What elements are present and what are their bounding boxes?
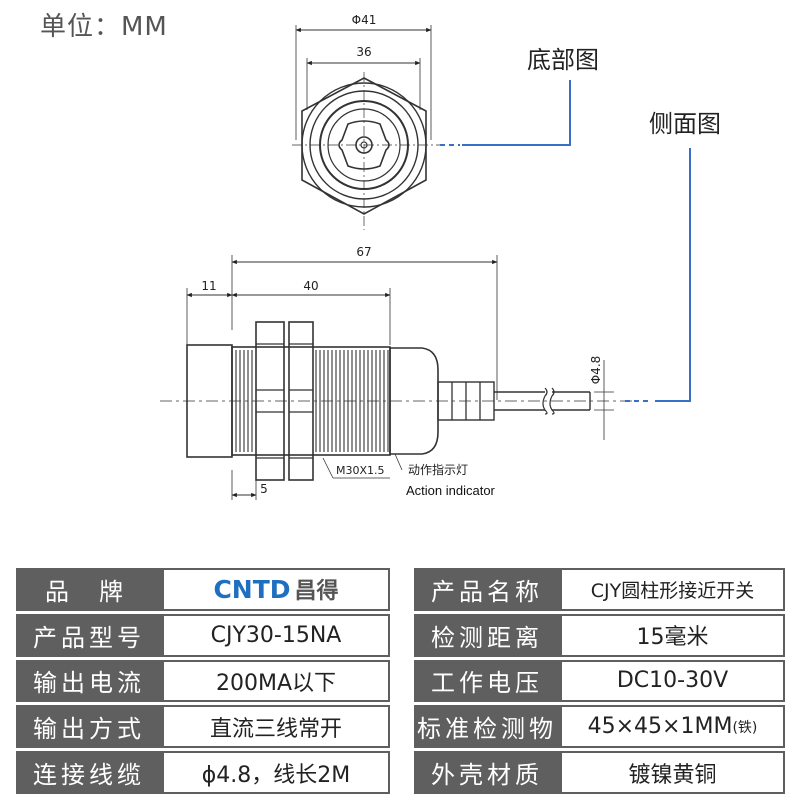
spec-key-distance: 检测距离 [414,613,560,657]
spec-key-product-name: 产品名称 [414,568,560,611]
spec-value-output-mode: 直流三线常开 [162,705,390,749]
thread-spec-label: M30X1.5 [336,464,385,477]
spec-key-target: 标准检测物 [414,705,560,749]
spec-key-brand: 品牌 [16,568,162,611]
unit-label: 单位：MM [40,12,168,42]
bottom-view-leader [462,80,571,146]
side-view-label: 侧面图 [649,110,721,138]
spec-key-housing: 外壳材质 [414,751,560,794]
spec-value-target: 45×45×1MM(铁) [560,705,785,749]
spec-value-cable: ϕ4.8，线长2M [162,751,390,794]
brand-cn-name: 昌得 [294,579,339,605]
side-view [160,255,640,500]
dim-inner-width: 36 [356,45,371,59]
spec-value-brand: CNTD 昌得 [162,568,390,611]
spec-table: 品牌 CNTD 昌得 产品名称 CJY圆柱形接近开关 产品型号 CJY30-15… [16,568,785,794]
spec-value-target-main: 45×45×1MM [587,714,733,740]
spec-value-target-material: (铁) [732,719,758,736]
bottom-view [292,25,440,230]
spec-key-cable: 连接线缆 [16,751,162,794]
dim-thread-length: 40 [303,279,318,293]
spec-key-output-current: 输出电流 [16,659,162,703]
indicator-label-en: Action indicator [406,483,496,498]
spec-value-product-name: CJY圆柱形接近开关 [560,568,785,611]
dim-outer-diameter: Φ41 [352,13,377,27]
spec-key-voltage: 工作电压 [414,659,560,703]
dim-total-length: 67 [356,245,371,259]
thread-pattern [235,350,389,452]
spec-value-model: CJY30-15NA [162,613,390,657]
spec-key-model: 产品型号 [16,613,162,657]
dim-head-length: 11 [201,279,216,293]
dim-cable-diameter: Φ4.8 [589,356,603,385]
spec-value-voltage: DC10-30V [560,659,785,703]
spec-value-housing: 镀镍黄铜 [560,751,785,794]
side-view-leader [655,148,691,402]
spec-key-output-mode: 输出方式 [16,705,162,749]
brand-logo: CNTD [213,574,291,604]
spec-value-output-current: 200MA以下 [162,659,390,703]
technical-drawing: Φ41 36 [160,13,691,500]
dim-nut-width: 5 [260,482,268,496]
bottom-view-label: 底部图 [527,46,599,74]
indicator-label-cn: 动作指示灯 [408,462,468,477]
spec-value-distance: 15毫米 [560,613,785,657]
